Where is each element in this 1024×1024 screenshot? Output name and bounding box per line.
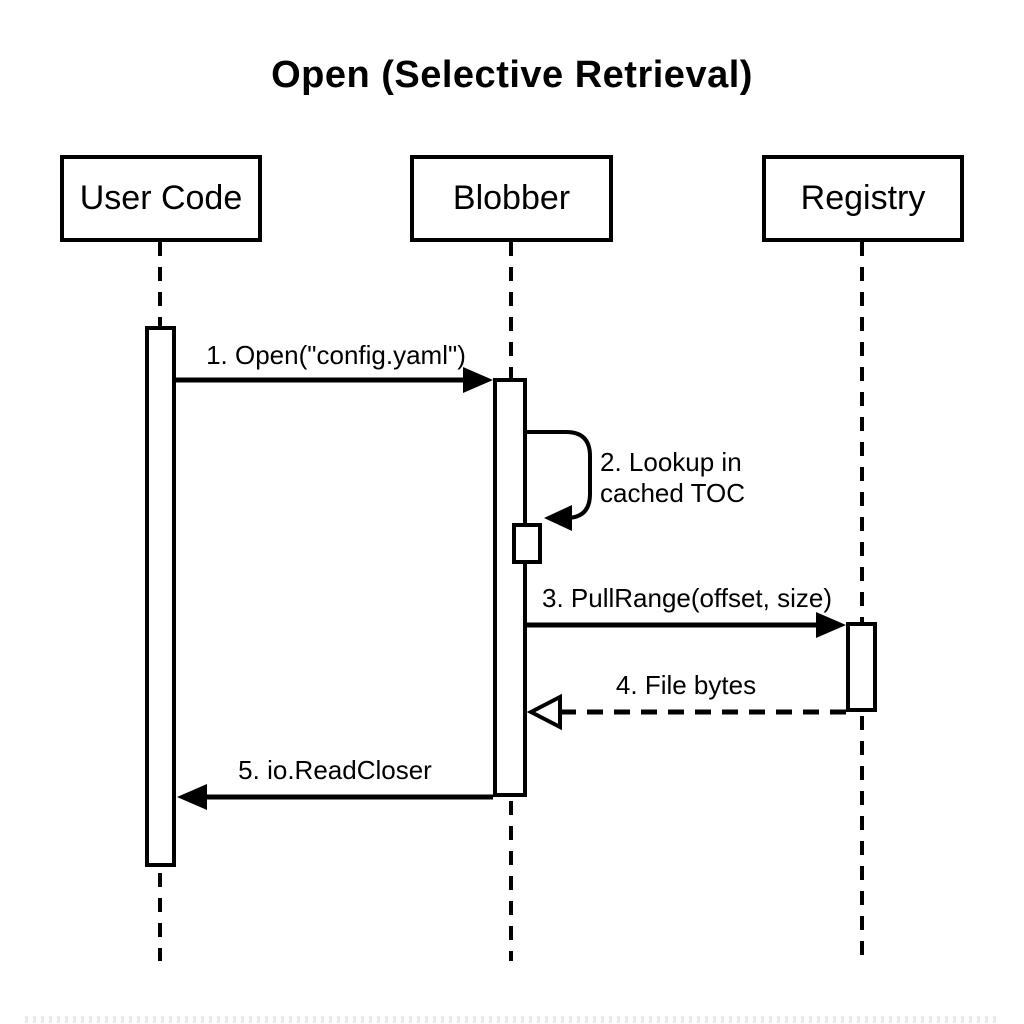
message-2-label-line-2: cached TOC: [600, 478, 746, 508]
message-3-arrowhead: [816, 612, 846, 638]
diagram-title: Open (Selective Retrieval): [271, 54, 753, 96]
lifeline-blobber-lower: [509, 801, 513, 961]
participant-label-registry: Registry: [800, 179, 926, 217]
participant-label-user-code: User Code: [79, 179, 243, 217]
message-3-label: 3. PullRange(offset, size): [542, 583, 832, 613]
lifeline-blobber-upper: [509, 242, 513, 378]
lifeline-user-code-lower: [158, 873, 162, 961]
activation-blobber-nested: [512, 523, 542, 564]
message-2-label-line-1: 2. Lookup in: [600, 447, 742, 477]
self-message-loop: [527, 430, 592, 520]
participant-box-registry: Registry: [762, 155, 964, 242]
message-5-arrowhead: [177, 784, 207, 810]
message-2-label: 2. Lookup in cached TOC: [600, 447, 820, 509]
lifeline-registry-upper: [860, 242, 864, 622]
activation-blobber: [493, 378, 527, 797]
message-5-label: 5. io.ReadCloser: [238, 755, 432, 785]
self-message-arrowhead: [544, 505, 572, 531]
lifeline-user-code-upper: [158, 242, 162, 326]
participant-box-blobber: Blobber: [410, 155, 613, 242]
bottom-edge-artifact: [25, 1016, 999, 1023]
participant-box-user-code: User Code: [60, 155, 262, 242]
message-4-open-arrowhead: [526, 693, 562, 731]
activation-user-code: [145, 326, 176, 867]
activation-registry: [846, 622, 877, 712]
message-1-label: 1. Open("config.yaml"): [206, 340, 466, 370]
lifeline-registry-lower: [860, 716, 864, 961]
message-4-label: 4. File bytes: [615, 670, 757, 700]
participant-label-blobber: Blobber: [452, 179, 571, 217]
